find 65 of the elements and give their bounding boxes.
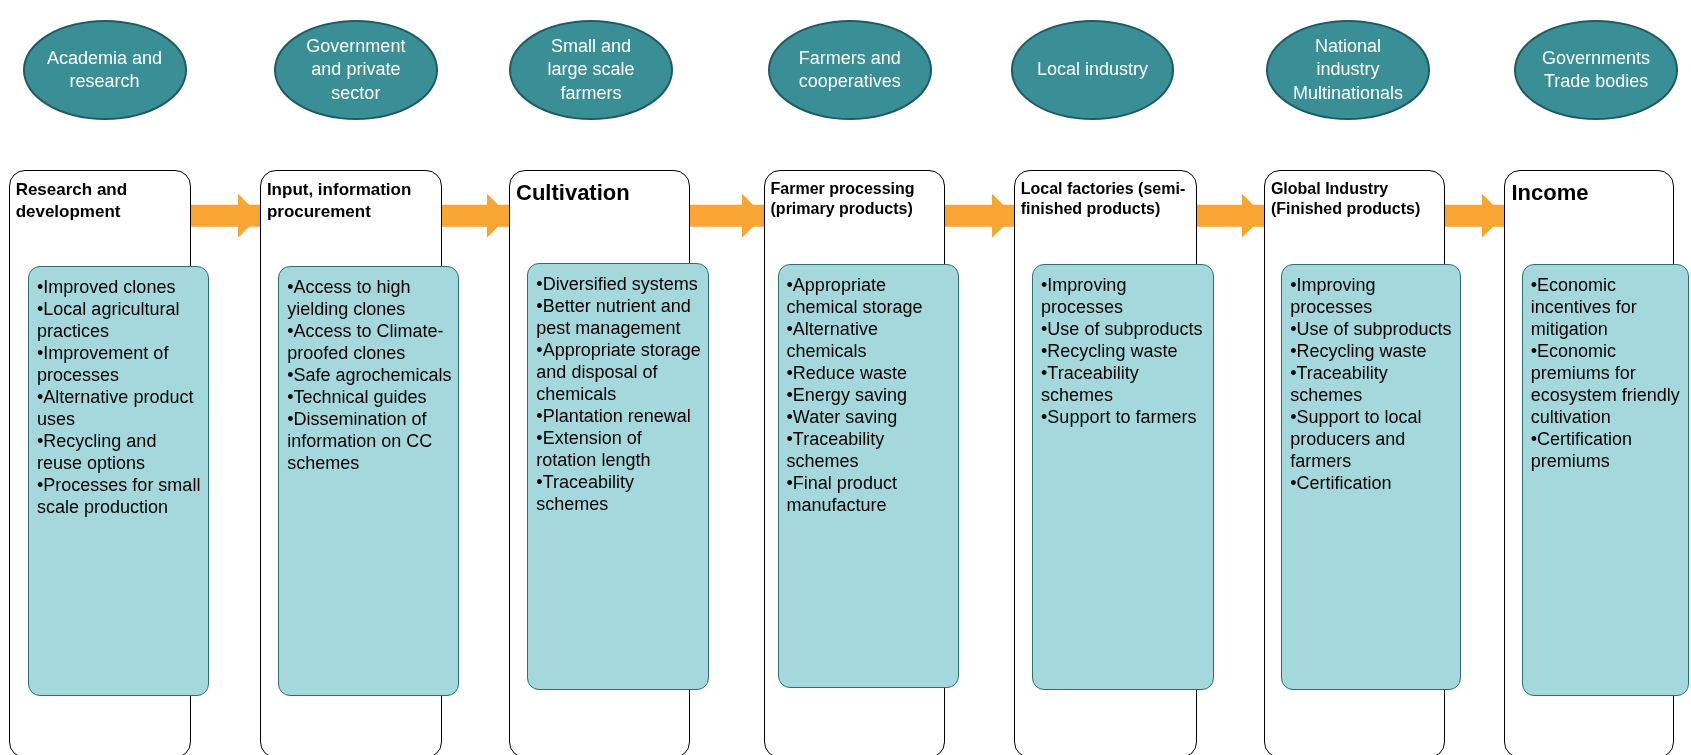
- stage-heading: Research and development: [15, 179, 129, 222]
- measure-box: [777, 264, 959, 689]
- stage-heading: Income: [1511, 179, 1590, 207]
- bullet-item: •Processes for small scale production: [37, 474, 202, 519]
- flow-arrow: [1197, 193, 1264, 238]
- measure-box: [278, 266, 460, 696]
- bullet-item: •Recycling waste: [1290, 341, 1428, 364]
- bullet-item: •Traceability schemes: [1041, 363, 1140, 407]
- bullet-item: •Improving processes: [1290, 275, 1377, 320]
- bullet-item: •Traceability schemes: [536, 471, 635, 516]
- stakeholder-label: Governments Trade bodies: [1541, 46, 1652, 94]
- bullet-item: •Local agricultural practices: [37, 299, 181, 344]
- bullet-item: •Access to high yielding clones: [287, 277, 412, 322]
- bullet-item: •Support to local producers and farmers: [1290, 406, 1423, 473]
- bullet-item: •Traceability schemes: [786, 428, 886, 473]
- bullet-item: •Appropriate chemical storage: [786, 275, 924, 320]
- measure-box: [527, 263, 709, 691]
- stage-heading: Global Industry (Finished products): [1270, 179, 1422, 220]
- stage-heading: Cultivation: [516, 179, 631, 207]
- measure-box: [1521, 264, 1689, 696]
- bullet-item: •Recycling waste: [1041, 341, 1179, 364]
- stakeholder-label: Farmers and cooperatives: [797, 46, 902, 94]
- bullet-item: •Use of subproducts: [1290, 319, 1453, 342]
- bullet-item: •Alternative chemicals: [786, 319, 879, 364]
- bullet-item: •Economic premiums for ecosystem friendly cultivation: [1530, 341, 1681, 429]
- measure-box: [1281, 264, 1462, 691]
- bullet-item: •Technical guides: [287, 387, 428, 410]
- stakeholder-label: Government and private sector: [305, 35, 407, 105]
- flow-arrow: [945, 193, 1014, 238]
- bullet-item: •Water saving: [786, 406, 899, 429]
- stakeholder-label: Small and large scale farmers: [546, 35, 636, 105]
- flow-arrow: [1445, 193, 1504, 238]
- bullet-item: •Safe agrochemicals: [287, 365, 453, 388]
- bullet-item: •Energy saving: [786, 385, 908, 407]
- bullet-item: •Alternative product uses: [37, 387, 195, 432]
- flow-arrow: [690, 193, 764, 238]
- measure-box: [28, 266, 210, 696]
- stakeholder-label: Academia and research: [46, 46, 164, 94]
- flow-arrow: [191, 193, 260, 238]
- bullet-item: •Dissemination of information on CC schemes: [287, 409, 434, 475]
- bullet-item: •Access to Climate-proofed clones: [287, 321, 445, 366]
- bullet-item: •Certification premiums: [1530, 428, 1633, 473]
- bullet-item: •Use of subproducts: [1041, 319, 1204, 342]
- stage-heading: Input, information procurement: [266, 179, 413, 222]
- stage-heading: Local factories (semi-finished products): [1020, 179, 1187, 220]
- stage-heading: Farmer processing (primary products): [770, 179, 916, 220]
- bullet-item: •Improved clones: [37, 277, 177, 300]
- bullet-item: •Traceability schemes: [1290, 363, 1389, 407]
- bullet-item: •Reduce waste: [786, 363, 908, 385]
- bullet-item: •Certification: [1290, 472, 1393, 495]
- bullet-item: •Appropriate storage and disposal of chemicals: [536, 340, 702, 406]
- flow-arrow: [442, 193, 509, 238]
- measure-box: [1032, 264, 1215, 691]
- bullet-item: •Economic incentives for mitigation: [1530, 275, 1638, 342]
- bullet-item: •Final product manufacture: [786, 472, 898, 517]
- bullet-item: •Improvement of processes: [37, 343, 170, 388]
- bullet-item: •Extension of rotation length: [536, 427, 652, 472]
- bullet-item: •Better nutrient and pest management: [536, 296, 692, 340]
- bullet-item: •Support to farmers: [1041, 406, 1198, 429]
- stakeholder-label: Local industry: [1035, 58, 1149, 82]
- bullet-item: •Improving processes: [1041, 275, 1128, 320]
- bullet-item: •Recycling and reuse options: [37, 431, 158, 475]
- stakeholder-label: National industry Multinationals: [1292, 35, 1405, 105]
- bullet-item: •Diversified systems: [536, 274, 699, 297]
- bullet-item: •Plantation renewal: [536, 405, 692, 428]
